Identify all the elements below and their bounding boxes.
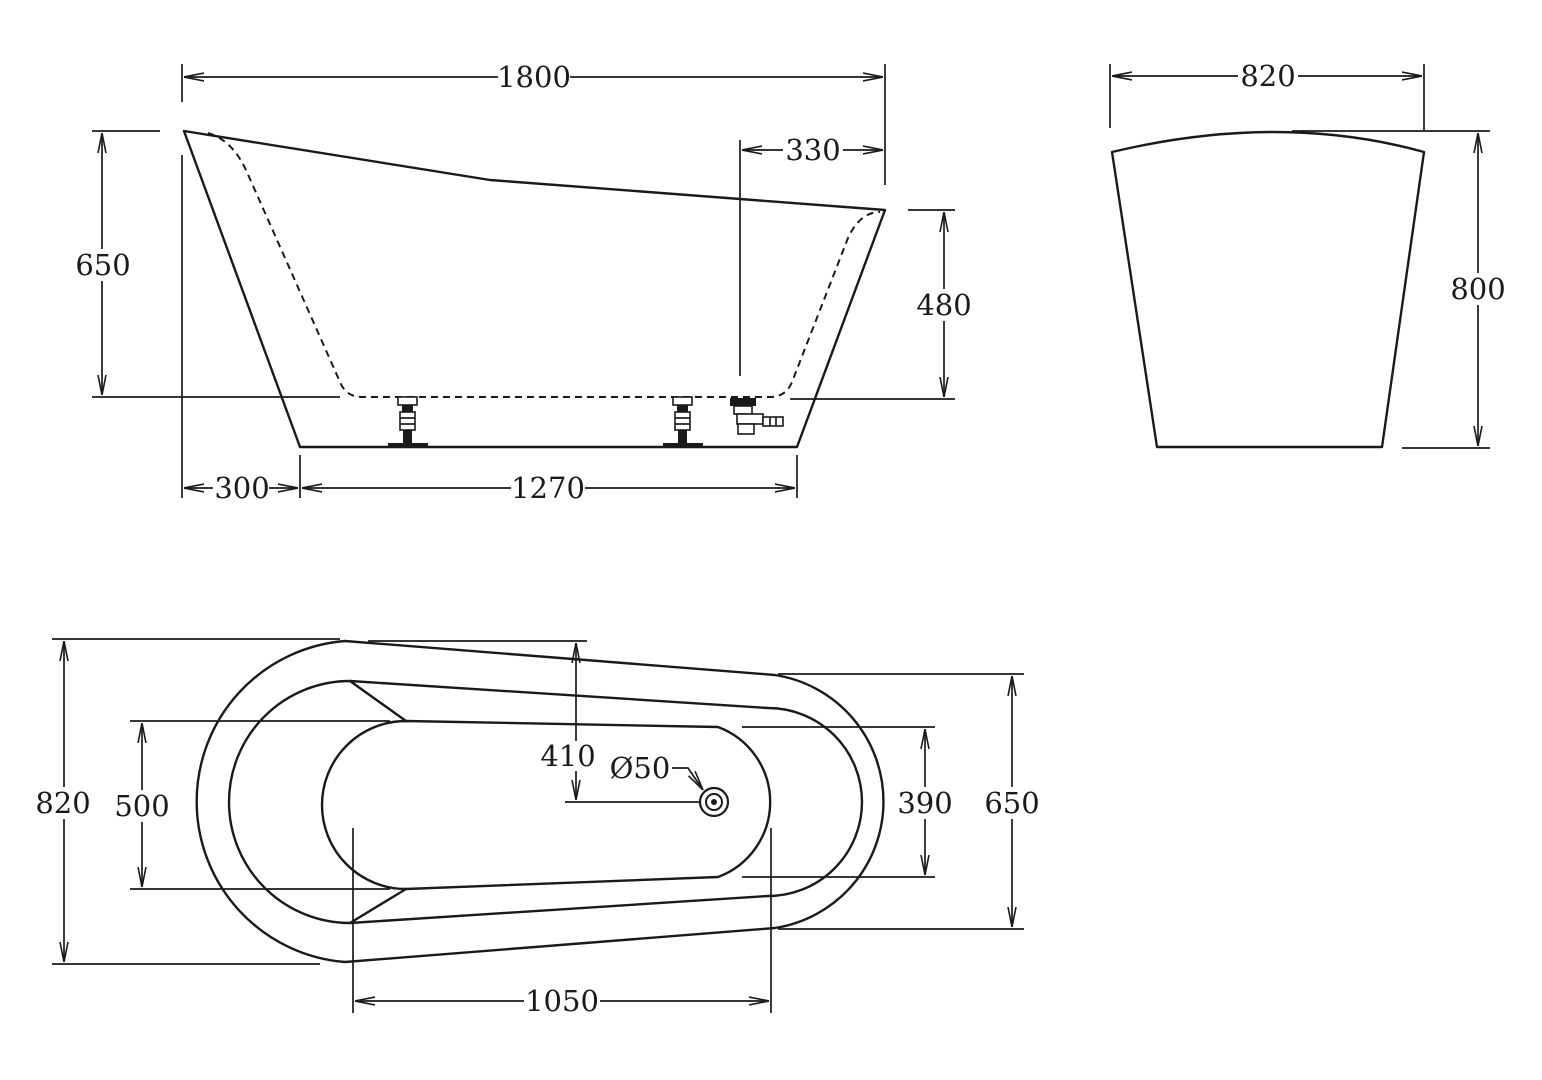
dim-label-end-height: 800 bbox=[1450, 272, 1505, 306]
top-outer-rim bbox=[195, 639, 885, 964]
dim-label-inner-depth: 480 bbox=[916, 288, 971, 322]
top-basin-bottom bbox=[320, 719, 772, 891]
dim-label-bottom-length: 1050 bbox=[525, 984, 599, 1018]
adjustable-foot-right bbox=[663, 396, 703, 448]
dim-label-foot-offset: 300 bbox=[214, 471, 269, 505]
dim-label-bottom-width: 500 bbox=[114, 789, 169, 823]
end-shell-outline bbox=[1110, 130, 1426, 449]
top-view: 820 500 410 Ø50 390 650 1050 bbox=[34, 638, 1042, 1018]
side-inner-basin bbox=[207, 132, 881, 398]
top-inner-rim bbox=[227, 679, 864, 925]
drain-hole bbox=[698, 786, 730, 818]
dim-label-narrow-outer-width: 650 bbox=[984, 786, 1039, 820]
dim-label-top-width: 820 bbox=[35, 786, 90, 820]
dim-label-drain-diameter: Ø50 bbox=[610, 751, 671, 785]
dim-label-foot-spacing: 1270 bbox=[511, 471, 585, 505]
dim-label-height: 650 bbox=[75, 248, 130, 282]
side-shell-outline bbox=[182, 129, 887, 449]
drain-leader-line bbox=[672, 767, 703, 790]
side-view: 1800 650 330 480 300 1270 bbox=[74, 60, 972, 505]
drain-waste-fitting bbox=[730, 398, 784, 435]
dim-label-length: 1800 bbox=[497, 60, 571, 94]
dim-label-narrow-inner-width: 390 bbox=[897, 786, 952, 820]
dim-label-end-width: 820 bbox=[1240, 59, 1295, 93]
adjustable-foot-left bbox=[388, 396, 428, 448]
end-view: 820 800 bbox=[1109, 59, 1506, 449]
dim-label-top-drain-offset: 410 bbox=[540, 739, 595, 773]
dim-label-drain-offset: 330 bbox=[785, 133, 840, 167]
